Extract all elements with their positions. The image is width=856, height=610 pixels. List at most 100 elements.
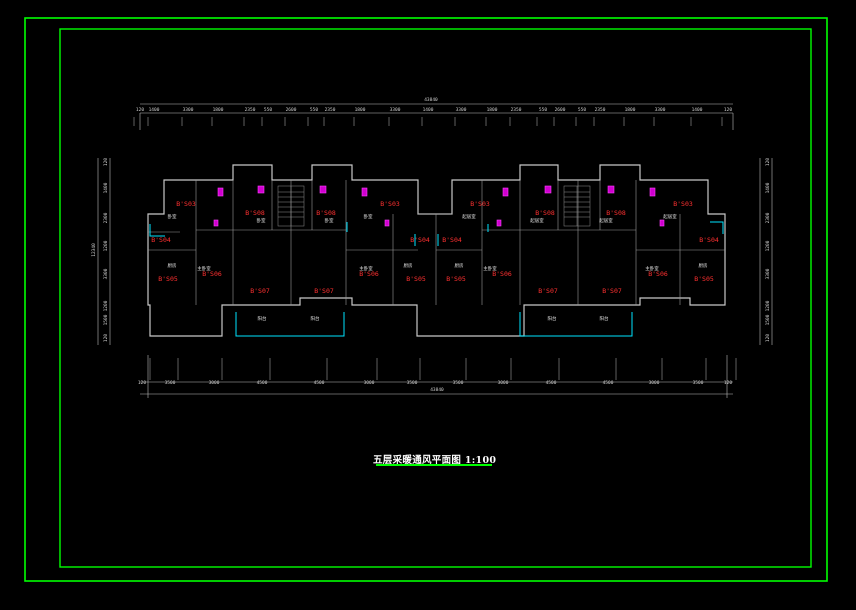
top-dim-value: 550: [539, 107, 547, 113]
room-tag: B'S08: [245, 209, 265, 217]
room-tag: B'S04: [442, 236, 462, 244]
left-dim-value: 120: [103, 334, 109, 342]
right-dim-value: 120: [765, 334, 771, 342]
right-dim-value: 1200: [765, 300, 771, 311]
top-dim-value: 3300: [655, 107, 666, 113]
room-label: 厨房: [455, 262, 464, 269]
top-dim-value: 2350: [595, 107, 606, 113]
inner-border: [59, 28, 812, 568]
top-dimension-ticks: [133, 117, 723, 126]
room-tag: B'S07: [250, 287, 270, 295]
top-dim-value: 1400: [692, 107, 703, 113]
top-dim-value: 2350: [325, 107, 336, 113]
room-tag: B'S06: [359, 270, 379, 278]
room-tag: B'S07: [538, 287, 558, 295]
room-tag: B'S06: [202, 270, 222, 278]
room-tag: B'S05: [406, 275, 426, 283]
bottom-dim-value: 4500: [314, 380, 325, 386]
bottom-dim-value: 3500: [165, 380, 176, 386]
top-dim-value: 3300: [456, 107, 467, 113]
right-dim-value: 2300: [765, 212, 771, 223]
room-tag: B'S03: [470, 200, 490, 208]
top-dimension-lines: [139, 103, 734, 130]
room-tag: B'S07: [602, 287, 622, 295]
bottom-total-dimension: 43840: [430, 387, 444, 393]
room-tag: B'S03: [673, 200, 693, 208]
room-label: 阳台: [548, 315, 557, 322]
top-dim-value: 550: [578, 107, 586, 113]
left-dim-value: 1400: [103, 182, 109, 193]
bottom-dim-value: 3000: [649, 380, 660, 386]
drawing-title-text: 五层采暖通风平面图: [373, 455, 462, 466]
left-dim-value: 1500: [103, 314, 109, 325]
bottom-dim-value: 3500: [407, 380, 418, 386]
bottom-dim-value: 120: [138, 380, 146, 386]
stair-core-left: [277, 185, 305, 227]
room-tag: B'S07: [314, 287, 334, 295]
room-label: 卧室: [257, 217, 266, 224]
top-dim-value: 120: [136, 107, 144, 113]
room-tag: B'S03: [380, 200, 400, 208]
top-dim-value: 1400: [149, 107, 160, 113]
bottom-dimension-ticks: [149, 358, 737, 380]
top-dim-value: 2600: [555, 107, 566, 113]
room-label: 卧室: [325, 217, 334, 224]
right-dim-value: 120: [765, 158, 771, 166]
right-dim-value: 1500: [765, 314, 771, 325]
left-total-dimension: 12340: [91, 243, 97, 257]
heating-pipes: [149, 221, 724, 337]
left-dim-value: 1200: [103, 300, 109, 311]
room-tag: B'S03: [176, 200, 196, 208]
drawing-title: 五层采暖通风平面图 1:100: [373, 452, 496, 466]
right-dim-value: 1200: [765, 240, 771, 251]
top-dim-value: 3300: [390, 107, 401, 113]
room-label: 卧室: [364, 213, 373, 220]
room-tag: B'S05: [694, 275, 714, 283]
room-label: 卧室: [168, 213, 177, 220]
room-tag: B'S04: [151, 236, 171, 244]
room-tag: B'S04: [410, 236, 430, 244]
left-dim-value: 1200: [103, 240, 109, 251]
room-label: 阳台: [600, 315, 609, 322]
room-tag: B'S04: [699, 236, 719, 244]
room-label: 厨房: [699, 262, 708, 269]
exterior-walls: [147, 164, 726, 337]
top-dim-value: 1800: [625, 107, 636, 113]
room-labels: 卧室卧室卧室卧室起居室起居室起居室起居室主卧室主卧室主卧室主卧室厨房厨房厨房厨房…: [168, 213, 708, 322]
room-label: 厨房: [404, 262, 413, 269]
room-tag: B'S06: [492, 270, 512, 278]
stair-core-right: [563, 185, 591, 227]
top-dim-value: 550: [310, 107, 318, 113]
room-label: 起居室: [599, 217, 613, 224]
top-dimension-values: 120 1400 3300 1800 2350 550 2600 550 2350 1800 330…: [136, 107, 732, 113]
drawing-scale: 1:100: [464, 455, 497, 466]
left-dim-value: 3300: [103, 268, 109, 279]
room-tag: B'S06: [648, 270, 668, 278]
right-dim-value: 3300: [765, 268, 771, 279]
room-label: 主卧室: [645, 265, 659, 272]
room-tag: B'S08: [606, 209, 626, 217]
room-label: 起居室: [663, 213, 677, 220]
bottom-dim-value: 3500: [693, 380, 704, 386]
top-dim-value: 1800: [487, 107, 498, 113]
room-label: 厨房: [168, 262, 177, 269]
room-tag: B'S08: [316, 209, 336, 217]
bottom-dim-value: 3000: [498, 380, 509, 386]
top-dim-value: 2350: [511, 107, 522, 113]
top-dim-value: 3300: [183, 107, 194, 113]
top-dim-value: 2600: [286, 107, 297, 113]
room-tag: B'S05: [446, 275, 466, 283]
room-label: 主卧室: [197, 265, 211, 272]
top-dim-value: 1400: [423, 107, 434, 113]
interior-walls: [148, 180, 725, 305]
room-label: 阳台: [258, 315, 267, 322]
top-dim-value: 2350: [245, 107, 256, 113]
left-dimension-lines: [97, 158, 111, 345]
bathroom-fixtures: [213, 185, 665, 227]
bottom-dim-value: 3500: [453, 380, 464, 386]
